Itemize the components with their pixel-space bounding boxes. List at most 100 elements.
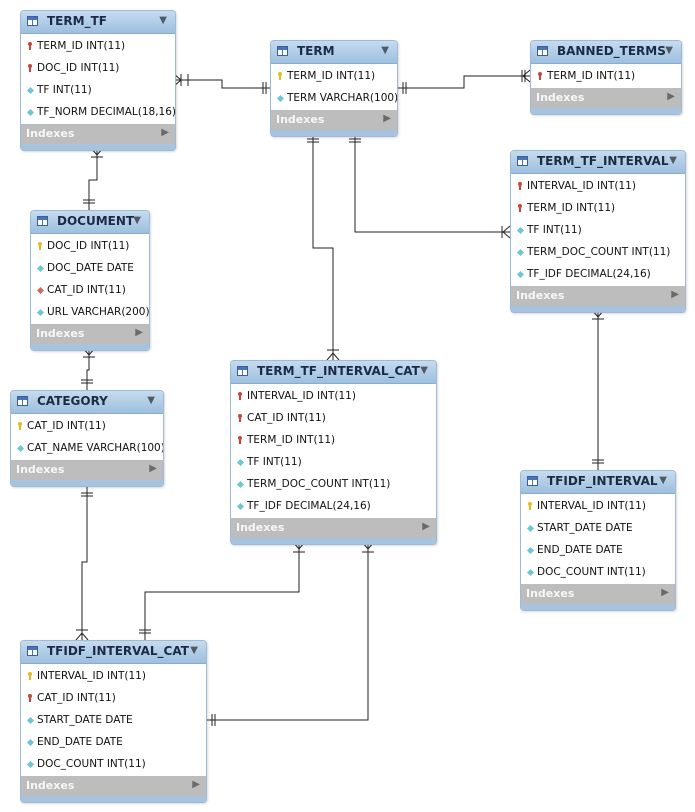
indexes-label: Indexes — [26, 779, 75, 792]
column-label: START_DATE DATE — [537, 522, 633, 534]
indexes-section[interactable]: Indexes▶ — [11, 460, 163, 480]
column-row[interactable]: URL VARCHAR(200) — [31, 302, 149, 324]
column-row[interactable]: TERM_ID INT(11) — [21, 36, 175, 58]
column-row[interactable]: START_DATE DATE — [21, 710, 206, 732]
column-row[interactable]: TERM_ID INT(11) — [271, 66, 397, 88]
table-footer — [521, 604, 675, 610]
column-label: TF INT(11) — [247, 456, 302, 468]
relationship-line — [312, 132, 334, 360]
column-row[interactable]: TERM VARCHAR(100) — [271, 88, 397, 110]
column-row[interactable]: TF_NORM DECIMAL(18,16) — [21, 102, 175, 124]
relationship-line — [174, 79, 270, 89]
column-label: TF_IDF DECIMAL(24,16) — [247, 500, 371, 512]
column-row[interactable]: DOC_DATE DATE — [31, 258, 149, 280]
indexes-section[interactable]: Indexes▶ — [231, 518, 436, 538]
column-row[interactable]: TERM_ID INT(11) — [511, 198, 685, 220]
column-row[interactable]: CAT_ID INT(11) — [231, 408, 436, 430]
column-row[interactable]: INTERVAL_ID INT(11) — [231, 386, 436, 408]
table-icon — [17, 396, 28, 406]
column-row[interactable]: CAT_NAME VARCHAR(100) — [11, 438, 163, 460]
collapse-arrow-icon[interactable]: ▼ — [665, 45, 673, 56]
column-row[interactable]: TF INT(11) — [21, 80, 175, 102]
table-header[interactable]: CATEGORY▼ — [11, 391, 163, 414]
column-row[interactable]: TERM_DOC_COUNT INT(11) — [231, 474, 436, 496]
table-category[interactable]: CATEGORY▼CAT_ID INT(11)CAT_NAME VARCHAR(… — [10, 390, 164, 487]
indexes-section[interactable]: Indexes▶ — [31, 324, 149, 344]
table-footer — [231, 538, 436, 544]
table-footer — [21, 144, 175, 150]
indexes-section[interactable]: Indexes▶ — [21, 124, 175, 144]
indexes-section[interactable]: Indexes▶ — [521, 584, 675, 604]
column-row[interactable]: INTERVAL_ID INT(11) — [511, 176, 685, 198]
expand-arrow-icon[interactable]: ▶ — [667, 91, 675, 102]
collapse-arrow-icon[interactable]: ▼ — [190, 645, 198, 656]
collapse-arrow-icon[interactable]: ▼ — [147, 395, 155, 406]
column-row[interactable]: TERM_ID INT(11) — [231, 430, 436, 452]
table-term-tf-interval-cat[interactable]: TERM_TF_INTERVAL_CAT▼ INTERVAL_ID INT(11)… — [230, 360, 437, 545]
indexes-section[interactable]: Indexes ▶ — [21, 776, 206, 796]
column-row[interactable]: TERM_DOC_COUNT INT(11) — [511, 242, 685, 264]
column-row[interactable]: TF_IDF DECIMAL(24,16) — [511, 264, 685, 286]
indexes-section[interactable]: Indexes▶ — [531, 88, 681, 108]
expand-arrow-icon[interactable]: ▶ — [671, 289, 679, 300]
collapse-arrow-icon[interactable]: ▼ — [659, 475, 667, 486]
diamond-icon — [517, 248, 525, 257]
column-row[interactable]: TERM_ID INT(11) — [531, 66, 681, 88]
table-tfidf-interval[interactable]: TFIDF_INTERVAL▼INTERVAL_ID INT(11) START_… — [520, 470, 676, 611]
table-header[interactable]: TFIDF_INTERVAL_CAT▼ — [21, 641, 206, 664]
column-row[interactable]: END_DATE DATE — [21, 732, 206, 754]
column-row[interactable]: DOC_ID INT(11) — [31, 236, 149, 258]
column-row[interactable]: INTERVAL_ID INT(11) — [521, 496, 675, 518]
table-header[interactable]: DOCUMENT▼ — [31, 211, 149, 234]
table-header[interactable]: BANNED_TERMS▼ — [531, 41, 681, 64]
indexes-section[interactable]: Indexes▶ — [271, 110, 397, 130]
column-row[interactable]: CAT_ID INT(11) — [21, 688, 206, 710]
relationship-line — [144, 542, 300, 640]
collapse-arrow-icon[interactable]: ▼ — [669, 155, 677, 166]
column-row[interactable]: TF_IDF DECIMAL(24,16) — [231, 496, 436, 518]
column-row[interactable]: DOC_COUNT INT(11) — [521, 562, 675, 584]
column-row[interactable]: CAT_ID INT(11) — [11, 416, 163, 438]
column-label: INTERVAL_ID INT(11) — [247, 390, 356, 402]
table-tfidf-interval-cat[interactable]: TFIDF_INTERVAL_CAT▼INTERVAL_ID INT(11)CA… — [20, 640, 207, 803]
expand-arrow-icon[interactable]: ▶ — [161, 127, 169, 138]
column-row[interactable]: START_DATE DATE — [521, 518, 675, 540]
column-label: TERM_ID INT(11) — [547, 70, 636, 82]
table-icon — [527, 476, 538, 486]
collapse-arrow-icon[interactable]: ▼ — [159, 15, 167, 26]
collapse-arrow-icon[interactable]: ▼ — [381, 45, 389, 56]
expand-arrow-icon[interactable]: ▶ — [422, 521, 430, 532]
collapse-arrow-icon[interactable]: ▼ — [420, 365, 428, 376]
indexes-label: Indexes — [516, 289, 565, 302]
expand-arrow-icon[interactable]: ▶ — [135, 327, 143, 338]
column-row[interactable]: INTERVAL_ID INT(11) — [21, 666, 206, 688]
table-footer — [531, 108, 681, 114]
diamond-icon — [517, 270, 525, 279]
expand-arrow-icon[interactable]: ▶ — [149, 463, 157, 474]
expand-arrow-icon[interactable]: ▶ — [383, 113, 391, 124]
column-row[interactable]: DOC_ID INT(11) — [21, 58, 175, 80]
expand-arrow-icon[interactable]: ▶ — [192, 779, 200, 790]
column-row[interactable]: CAT_ID INT(11) — [31, 280, 149, 302]
column-label: DOC_ID INT(11) — [47, 240, 130, 252]
column-row[interactable]: TF INT(11) — [511, 220, 685, 242]
column-row[interactable]: TF INT(11) — [231, 452, 436, 474]
table-header[interactable]: TERM_TF_INTERVAL▼ — [511, 151, 685, 174]
table-header[interactable]: TERM ▼ — [271, 41, 397, 64]
indexes-section[interactable]: Indexes ▶ — [511, 286, 685, 306]
key-icon — [27, 672, 35, 681]
column-row[interactable]: END_DATE DATE — [521, 540, 675, 562]
table-header[interactable]: TERM_TF_INTERVAL_CAT▼ — [231, 361, 436, 384]
collapse-arrow-icon[interactable]: ▼ — [133, 215, 141, 226]
table-banned-terms[interactable]: BANNED_TERMS▼ TERM_ID INT(11) Indexes▶ — [530, 40, 682, 115]
column-row[interactable]: DOC_COUNT INT(11) — [21, 754, 206, 776]
table-term[interactable]: TERM ▼ TERM_ID INT(11)TERM VARCHAR(100)Ind… — [270, 40, 398, 137]
expand-arrow-icon[interactable]: ▶ — [661, 587, 669, 598]
relationship-line — [81, 486, 88, 640]
table-name: TERM — [297, 44, 335, 58]
table-header[interactable]: TERM_TF▼ — [21, 11, 175, 34]
table-header[interactable]: TFIDF_INTERVAL▼ — [521, 471, 675, 494]
table-term-tf-interval[interactable]: TERM_TF_INTERVAL▼INTERVAL_ID INT(11)TERM… — [510, 150, 686, 313]
table-term-tf[interactable]: TERM_TF▼TERM_ID INT(11)DOC_ID INT(11)TF … — [20, 10, 176, 151]
